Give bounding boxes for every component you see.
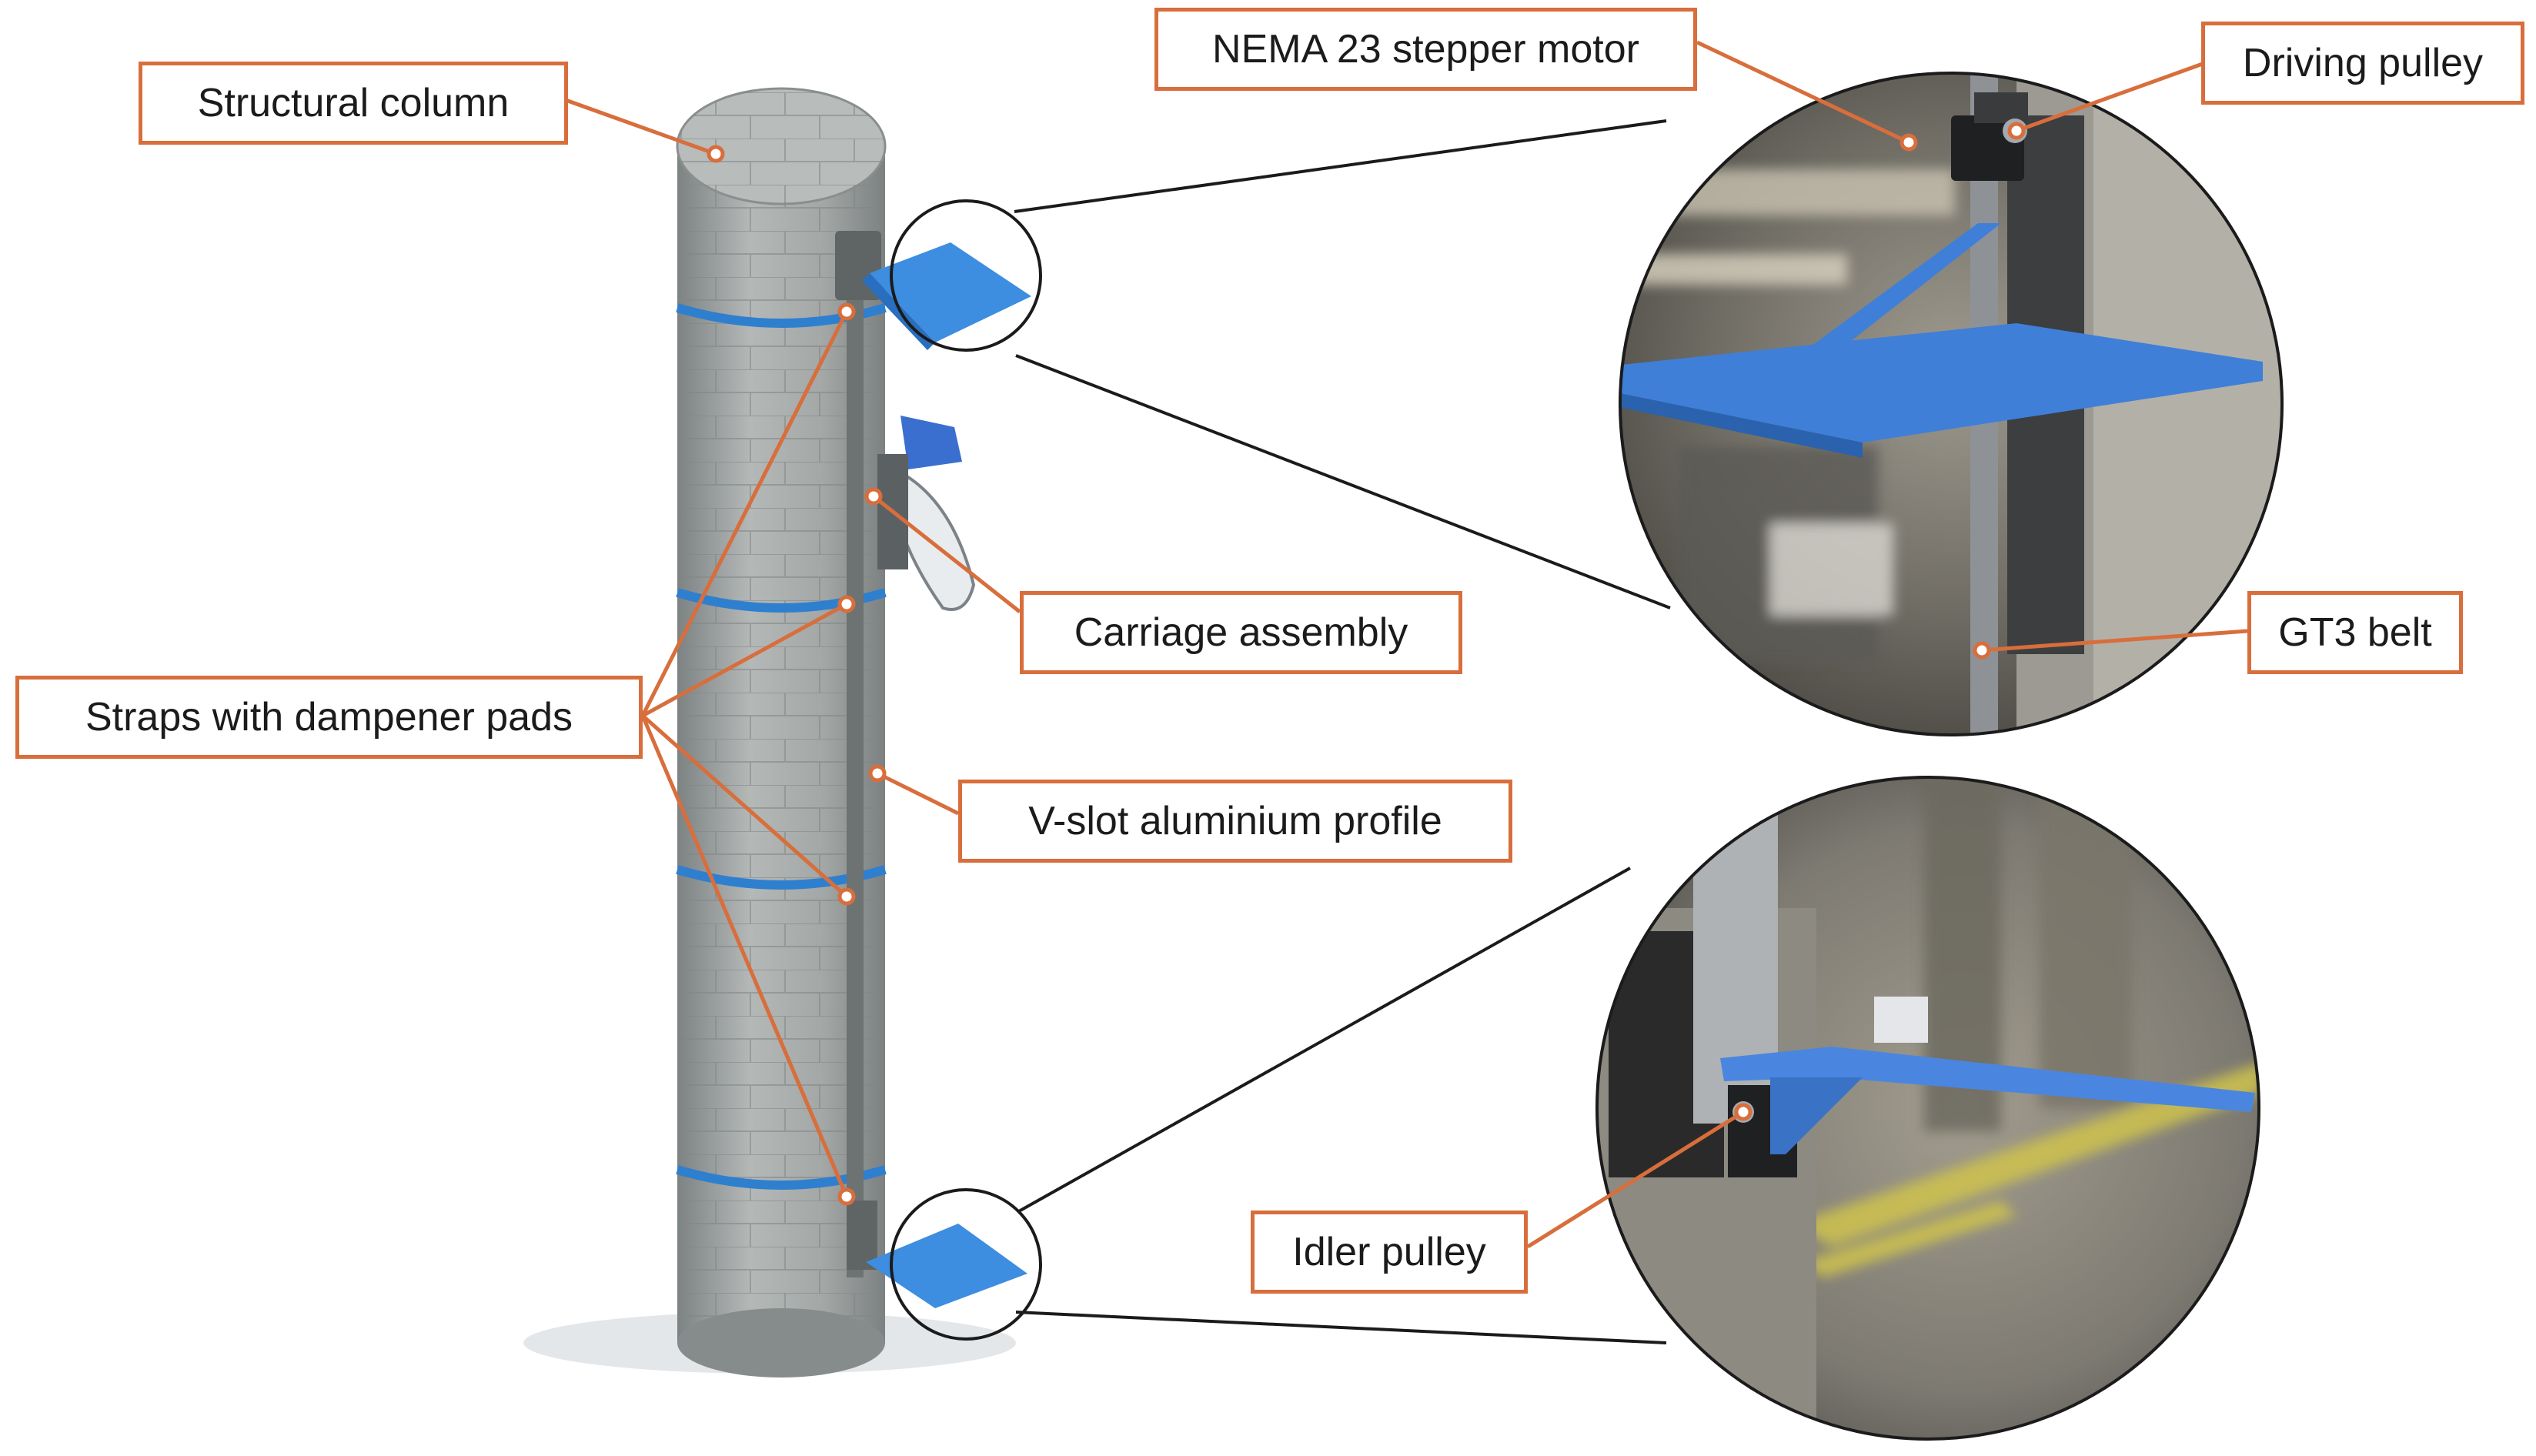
detail-photo-top — [1620, 73, 2282, 735]
vslot-profile-render — [847, 254, 864, 1277]
callout-dots — [707, 122, 2026, 1206]
callout-leaders — [565, 40, 2248, 1249]
detail-photo-bottom — [1597, 777, 2259, 1439]
detail-photo-bottom-frame — [1595, 776, 2260, 1441]
detail-photo-top-frame — [1619, 72, 2284, 736]
label-gt3-belt: GT3 belt — [2247, 591, 2463, 674]
label-vslot-aluminium-profile: V-slot aluminium profile — [958, 780, 1512, 863]
label-nema-23-stepper-motor: NEMA 23 stepper motor — [1154, 8, 1697, 91]
zoom-circle-bottom — [890, 1188, 1042, 1341]
label-idler-pulley: Idler pulley — [1251, 1211, 1528, 1294]
bottom-mini-platform — [847, 1201, 1027, 1308]
label-carriage-assembly: Carriage assembly — [1020, 591, 1462, 674]
zoom-connectors — [1014, 119, 1671, 1344]
zoom-circle-top — [890, 199, 1042, 352]
label-structural-column: Structural column — [139, 62, 568, 145]
label-straps-with-dampener-pads: Straps with dampener pads — [15, 676, 643, 759]
label-driving-pulley: Driving pulley — [2201, 22, 2524, 105]
